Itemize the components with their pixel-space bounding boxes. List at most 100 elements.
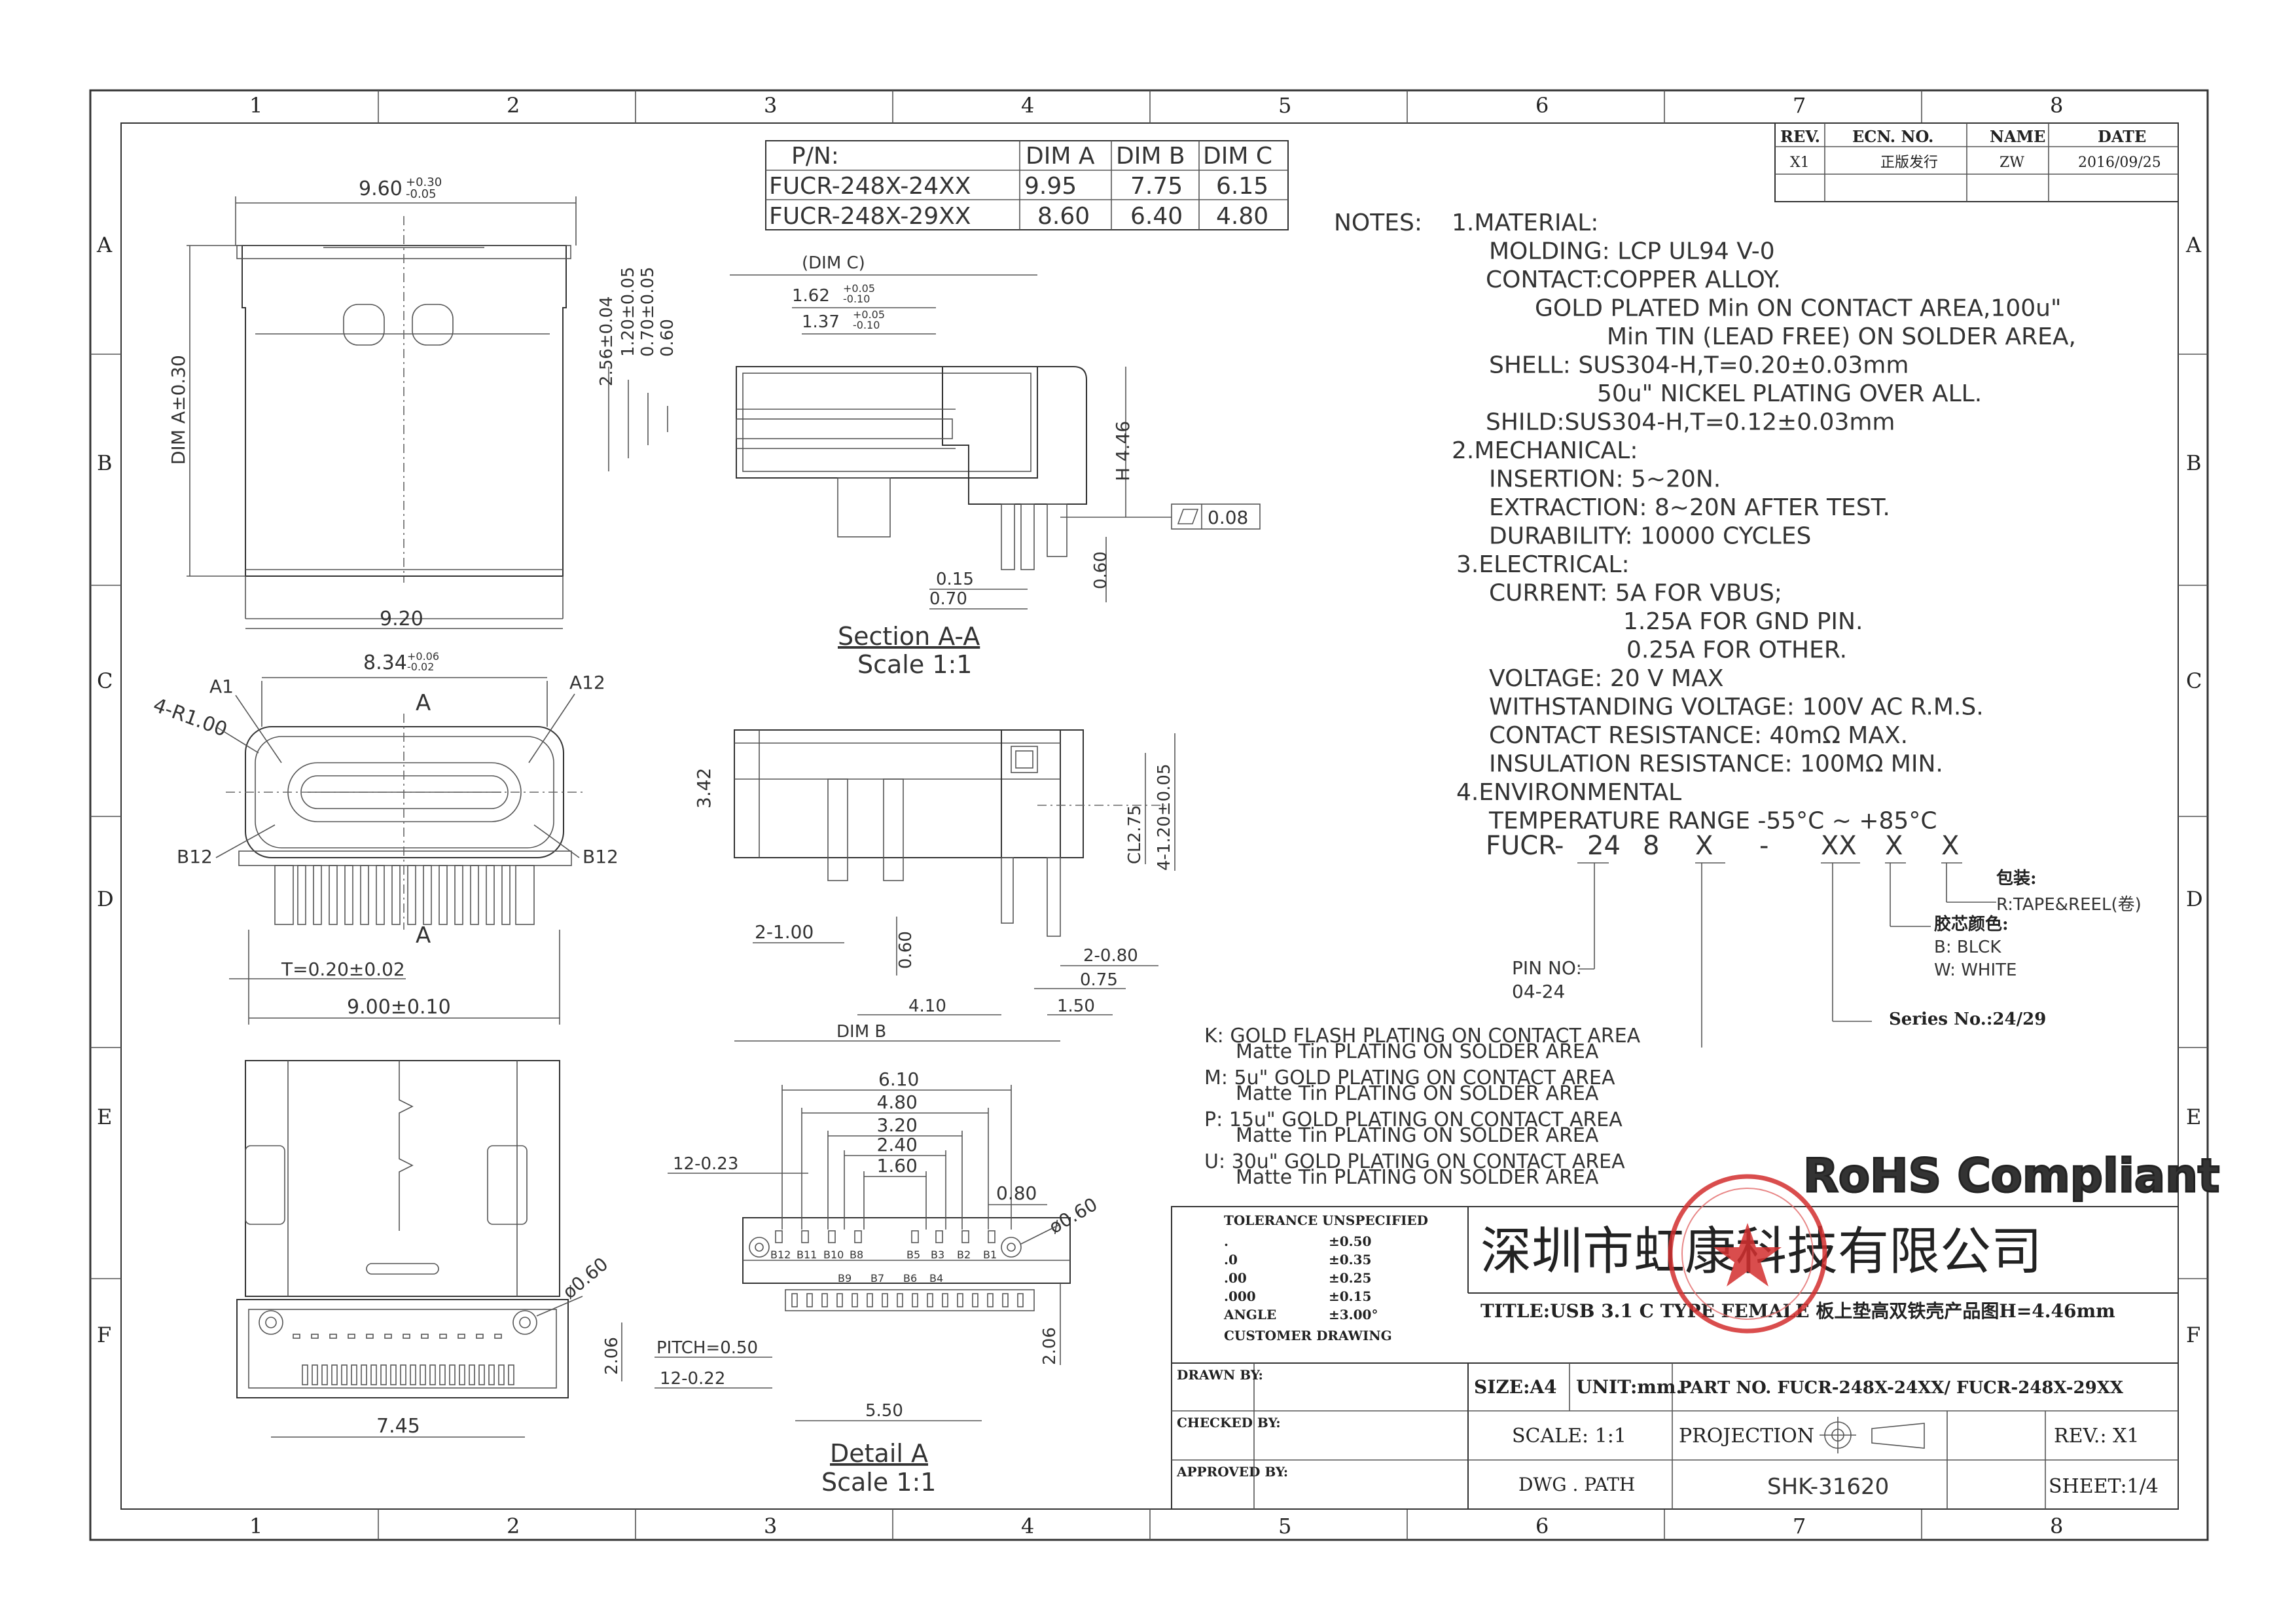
size-value: SIZE:A4	[1474, 1376, 1557, 1398]
tolerance-value: ±0.25	[1329, 1270, 1371, 1286]
date-header: DATE	[2098, 127, 2146, 146]
dim-overall-width: 9.00±0.10	[347, 996, 451, 1019]
dim-front-tol-plus: +0.06	[407, 650, 439, 663]
tolerance-key: ANGLE	[1223, 1307, 1276, 1322]
first-angle-projection-icon	[1820, 1417, 1925, 1453]
dim-section-dimc: (DIM C)	[802, 253, 865, 273]
bottom-pin	[459, 1364, 465, 1385]
detail-pin-label: B3	[931, 1249, 944, 1261]
dim-section-070b: 0.70	[929, 589, 967, 609]
note-line: DURABILITY: 10000 CYCLES	[1489, 523, 1811, 550]
detail-pin-pad	[935, 1230, 943, 1243]
dim-side-cl: CL2.75	[1125, 805, 1145, 864]
bottom-pin	[508, 1364, 514, 1385]
tolerance-value: ±3.00°	[1329, 1307, 1378, 1322]
dim-a-label: DIM A±0.30	[168, 355, 189, 465]
dim-section-162: 1.62	[792, 286, 830, 306]
unit-value: UNIT:mm.	[1576, 1376, 1682, 1398]
dim-top-width: 9.60	[359, 177, 403, 200]
code-segment: XX	[1821, 831, 1857, 861]
zone-row-E-right: E	[2186, 1104, 2201, 1129]
dim-bottom-745: 7.45	[376, 1415, 420, 1438]
bottom-pad	[494, 1334, 502, 1339]
plating-option-subline: Matte Tin PLATING ON SOLDER AREA	[1236, 1040, 1599, 1063]
detail-pin	[867, 1293, 873, 1307]
front-pin	[376, 865, 385, 925]
zone-row-E-left: E	[97, 1104, 112, 1129]
plating-option-line: M: 5u" GOLD PLATING ON CONTACT AREA	[1204, 1067, 1615, 1089]
zone-col-2-bottom: 2	[507, 1514, 520, 1539]
zone-col-7-top: 7	[1793, 93, 1806, 118]
code-segment: FUCR	[1486, 831, 1556, 861]
drawn-by-label: DRAWN BY:	[1177, 1367, 1263, 1383]
note-line: CURRENT: 5A FOR VBUS;	[1489, 580, 1782, 607]
detail-pin-label: B9	[838, 1272, 852, 1285]
detail-pin-label: B8	[850, 1249, 863, 1261]
detail-pin	[972, 1293, 978, 1307]
plating-option-subline: Matte Tin PLATING ON SOLDER AREA	[1236, 1082, 1599, 1105]
bottom-pin	[302, 1364, 308, 1385]
front-pin	[313, 865, 322, 925]
tolerance-title: TOLERANCE UNSPECIFIED	[1224, 1213, 1428, 1228]
code-segment: -	[1759, 831, 1768, 861]
zone-col-6-bottom: 6	[1535, 1514, 1549, 1539]
dwg-path-label: DWG . PATH	[1518, 1474, 1635, 1495]
dim-bottom-hole: ø0.60	[558, 1253, 612, 1303]
revision-table: REV. ECN. NO. NAME DATE X1 正版发行 ZW 2016/…	[1774, 122, 2179, 202]
bottom-pin	[498, 1364, 505, 1385]
zone-col-7-bottom: 7	[1793, 1514, 1806, 1539]
packaging-value: R:TAPE&REEL(卷)	[1996, 895, 2142, 915]
rohs-compliant-label: RoHS Compliant	[1803, 1149, 2219, 1203]
dim-detail-12023: 12-0.23	[673, 1154, 738, 1174]
bottom-pin	[390, 1364, 397, 1385]
plating-option-subline: Matte Tin PLATING ON SOLDER AREA	[1236, 1166, 1599, 1189]
pn-row2-part: FUCR-248X-29XX	[769, 203, 971, 230]
dim-detail-12022: 12-0.22	[660, 1369, 725, 1389]
note-line: SHILD:SUS304-H,T=0.12±0.03mm	[1486, 409, 1895, 436]
rev-label: REV.: X1	[2054, 1425, 2140, 1448]
detail-pin	[791, 1293, 798, 1307]
detail-pin-label: B11	[797, 1249, 817, 1261]
dim-a-header: DIM A	[1026, 143, 1095, 170]
note-line: 50u" NICKEL PLATING OVER ALL.	[1597, 380, 1982, 407]
bottom-pin	[420, 1364, 426, 1385]
bottom-pad	[421, 1334, 429, 1339]
pn-row1-dima: 9.95	[1024, 173, 1077, 200]
dim-front-tol-minus: -0.02	[407, 661, 434, 673]
dim-side-dimb: DIM B	[836, 1022, 886, 1042]
dim-detail-206: 2.06	[1040, 1327, 1060, 1365]
front-pin	[423, 865, 432, 925]
detail-pin	[927, 1293, 933, 1307]
dim-front-width: 8.34	[363, 651, 407, 674]
pn-row1-dimb: 7.75	[1130, 173, 1183, 200]
note-line: 1.25A FOR GND PIN.	[1623, 608, 1863, 635]
code-segment: 24	[1587, 831, 1621, 861]
tolerance-key: .	[1224, 1233, 1229, 1249]
dim-detail-nested: 2.40	[877, 1134, 918, 1156]
pin-no-value: 04-24	[1512, 981, 1565, 1002]
detail-pin	[852, 1293, 858, 1307]
note-line: 4.ENVIRONMENTAL	[1456, 779, 1681, 806]
detail-pin-pad	[775, 1230, 783, 1243]
zone-col-1-bottom: 1	[249, 1514, 262, 1539]
bottom-pin	[400, 1364, 406, 1385]
dim-side-150: 1.50	[1057, 996, 1095, 1016]
zone-row-A-left: A	[96, 232, 113, 257]
detail-pin-label: B6	[903, 1272, 917, 1285]
front-pin	[360, 865, 369, 925]
notes-label: NOTES:	[1334, 210, 1422, 236]
detail-title: Detail A	[830, 1439, 928, 1468]
dim-side-2100: 2-1.00	[755, 921, 814, 943]
dim-flatness: 0.08	[1208, 507, 1248, 528]
dim-section-060: 0.60	[658, 319, 677, 357]
note-line: WITHSTANDING VOLTAGE: 100V AC R.M.S.	[1489, 694, 1984, 721]
part-number: PART NO. FUCR-248X-24XX/ FUCR-248X-29XX	[1679, 1378, 2124, 1398]
name-header: NAME	[1990, 127, 2045, 146]
zone-row-F-right: F	[2186, 1322, 2200, 1347]
code-segment: X	[1885, 831, 1903, 861]
plating-options: K: GOLD FLASH PLATING ON CONTACT AREAMat…	[1204, 1025, 1641, 1189]
plating-option-subline: Matte Tin PLATING ON SOLDER AREA	[1236, 1124, 1599, 1147]
dim-bottom-width: 9.20	[380, 608, 423, 630]
core-color-label: 胶芯颜色:	[1934, 914, 2009, 934]
